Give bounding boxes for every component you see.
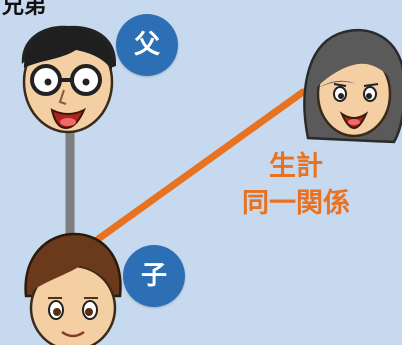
relation-label-line-1: 生計 — [269, 151, 323, 182]
mother-face-icon — [303, 28, 402, 144]
relation-label: 生計 同一関係 — [206, 148, 386, 222]
relation-label-line-2: 同一関係 — [242, 188, 350, 219]
father-badge: 父 — [116, 14, 178, 76]
father-face-icon — [21, 25, 117, 134]
livelihood-line — [90, 88, 307, 246]
cutoff-heading: 兄弟 — [2, 0, 47, 19]
child-badge: 子 — [123, 245, 185, 307]
child-face-icon — [24, 232, 122, 345]
